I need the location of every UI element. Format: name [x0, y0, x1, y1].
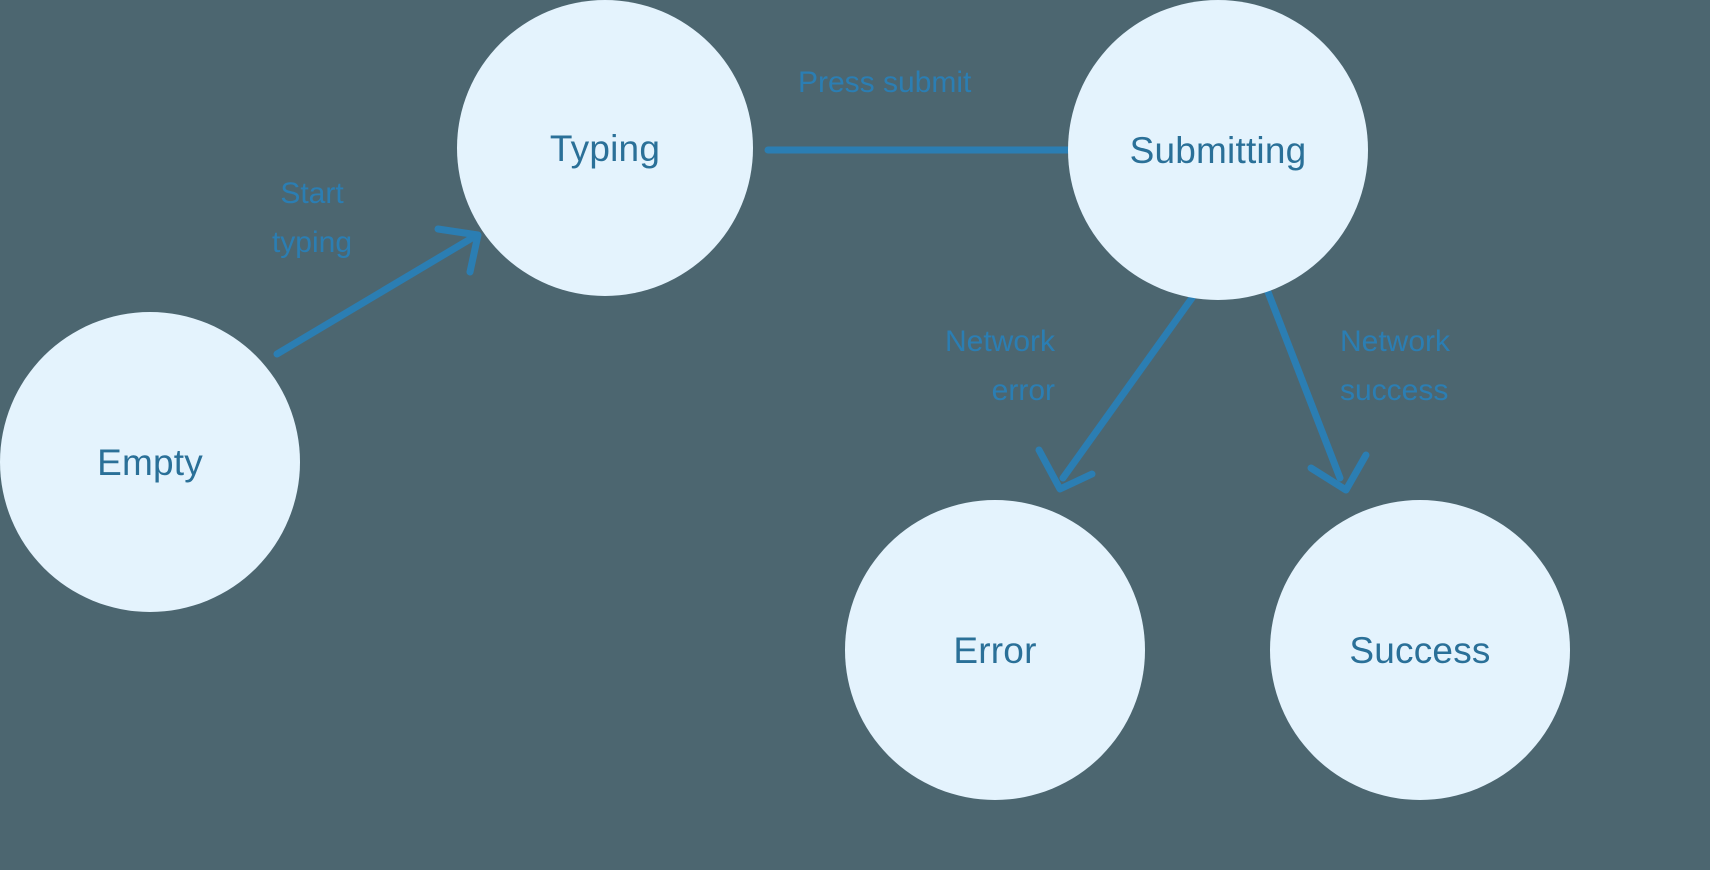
state-node-error-label: Error [953, 629, 1037, 671]
edge-empty-to-typing [273, 225, 482, 358]
edge-empty-to-typing-arrowhead [434, 225, 482, 276]
state-node-error[interactable]: Error [845, 500, 1145, 800]
state-node-submitting[interactable]: Submitting [1068, 0, 1368, 300]
state-node-submitting-label: Submitting [1129, 129, 1307, 171]
edge-submitting-to-error [1035, 294, 1196, 493]
edge-submitting-to-success-line [1264, 288, 1344, 482]
state-node-success-label: Success [1349, 629, 1491, 671]
edge-label-network-error: Network error [944, 325, 1055, 407]
edge-empty-to-typing-line [273, 234, 476, 358]
edge-submitting-to-error-line [1059, 294, 1196, 482]
edge-label-press-submit: Press submit [798, 66, 972, 99]
state-node-typing[interactable]: Typing [457, 0, 753, 296]
edge-label-network-success: Network success [1340, 325, 1451, 407]
edge-submitting-to-error-arrowhead [1035, 446, 1096, 493]
state-node-typing-label: Typing [549, 127, 661, 169]
edge-submitting-to-success [1264, 288, 1370, 494]
state-node-empty[interactable]: Empty [0, 312, 300, 612]
state-node-success[interactable]: Success [1270, 500, 1570, 800]
edge-label-start-typing: Start typing [271, 177, 353, 259]
state-node-empty-label: Empty [97, 441, 203, 483]
edge-submitting-to-success-arrowhead [1307, 451, 1370, 494]
